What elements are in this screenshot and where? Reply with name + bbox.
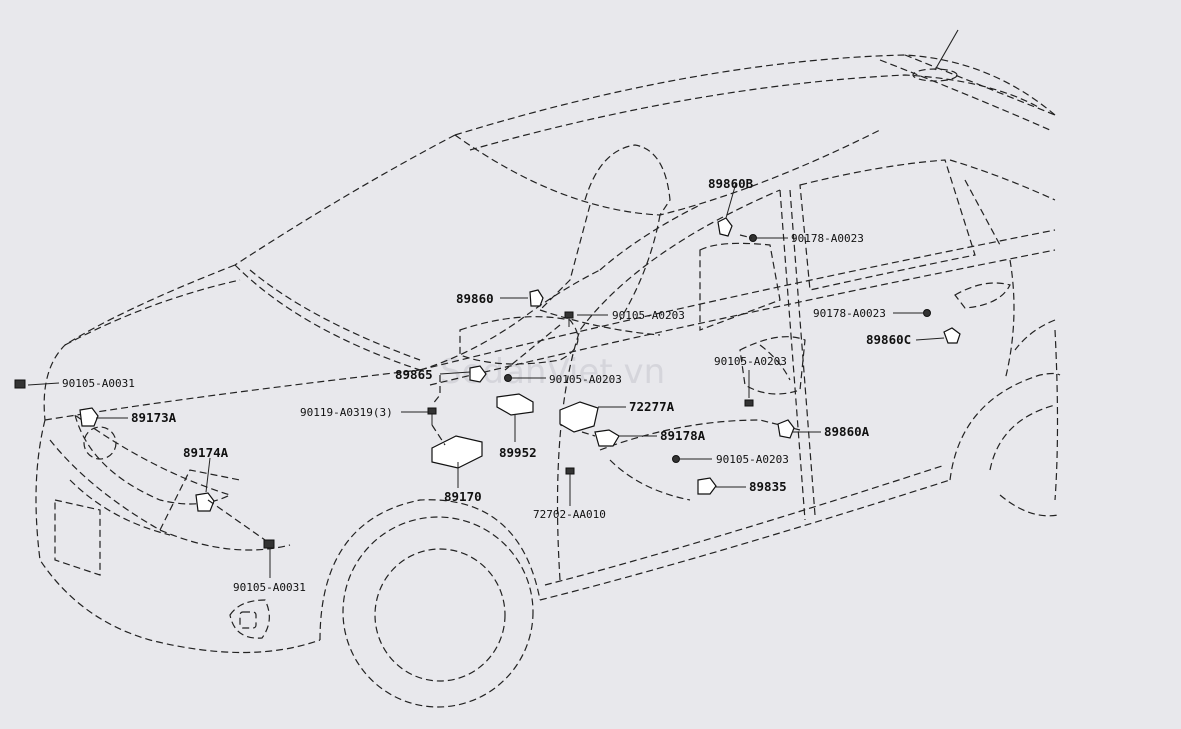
part-labels: 89860B 90178-A0023 89860 90105-A0203 901… — [62, 176, 911, 594]
vehicle-body — [35, 29, 1061, 708]
sensor-89173a-symbol — [79, 407, 99, 427]
label-89865: 89865 — [395, 367, 433, 382]
label-90178-a0023-right: 90178-A0023 — [813, 307, 886, 320]
bolt-90105-a0031-left-symbol — [14, 379, 26, 389]
bolt-90105-a0203-2-symbol — [504, 374, 512, 382]
label-89173a: 89173A — [131, 410, 177, 425]
sensor-89860b-symbol — [717, 217, 733, 237]
nut-90178-right-symbol — [923, 309, 931, 317]
label-89860: 89860 — [456, 291, 494, 306]
leader-lines — [27, 182, 945, 578]
bolt-72702-symbol — [565, 467, 575, 475]
screw-90119-symbol — [427, 407, 437, 415]
sensor-89860c-symbol — [943, 327, 961, 344]
sensor-89174a-symbol — [195, 492, 215, 512]
ecu-89170-symbol — [431, 435, 483, 469]
label-90105-a0031-left: 90105-A0031 — [62, 377, 135, 390]
label-89860c: 89860C — [866, 332, 911, 347]
label-89860a: 89860A — [824, 424, 870, 439]
label-89860b: 89860B — [708, 176, 754, 191]
sensor-89178a-symbol — [594, 429, 620, 447]
label-89835: 89835 — [749, 479, 787, 494]
label-89174a: 89174A — [183, 445, 229, 460]
label-90178-a0023-top: 90178-A0023 — [791, 232, 864, 245]
sensor-89835-symbol — [697, 477, 717, 495]
bolt-90105-a0203-1-symbol — [564, 311, 574, 319]
label-90105-a0203-4: 90105-A0203 — [716, 453, 789, 466]
bolt-90105-a0031-bottom-symbol — [263, 539, 275, 549]
sensor-89860-symbol — [529, 289, 544, 307]
label-72277a: 72277A — [629, 399, 675, 414]
sensor-89860a-symbol — [777, 419, 795, 439]
label-90105-a0203-2: 90105-A0203 — [549, 373, 622, 386]
label-72702-aa010: 72702-AA010 — [533, 508, 606, 521]
bracket-72277a-symbol — [559, 401, 599, 433]
label-90105-a0203-1: 90105-A0203 — [612, 309, 685, 322]
sensor-89865-symbol — [469, 365, 487, 383]
bolt-90105-a0203-4-symbol — [672, 455, 680, 463]
bolt-90105-a0203-3-symbol — [744, 399, 754, 407]
label-89178a: 89178A — [660, 428, 706, 443]
label-90105-a0203-3: 90105-A0203 — [714, 355, 787, 368]
label-90119-a0319: 90119-A0319(3) — [300, 406, 393, 419]
label-89952: 89952 — [499, 445, 537, 460]
label-90105-a0031-bottom: 90105-A0031 — [233, 581, 306, 594]
label-89170: 89170 — [444, 489, 482, 504]
module-89952-symbol — [496, 393, 534, 416]
nut-90178-top-symbol — [749, 234, 757, 242]
